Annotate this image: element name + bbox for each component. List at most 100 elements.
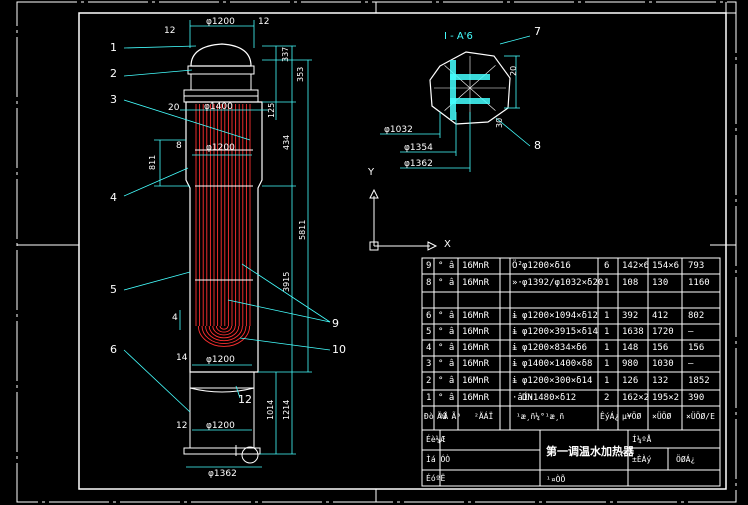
table-cell-c1: ° â [438,327,455,337]
vessel-elevation[interactable] [183,43,263,464]
table-cell-c1: ° â [438,393,455,403]
table-cell-no: 9 [426,261,432,271]
callout-1: 1 [110,41,117,54]
table-cell-c3: ɨ [512,343,518,353]
table-cell-c1: ° â [438,278,455,288]
dim-12a: 12 [164,26,176,36]
table-cell-c1: ° â [438,311,455,321]
table-cell-no: 1 [426,393,432,403]
table-cell-c1: ° â [438,261,455,271]
table-cell-no: 4 [426,343,432,353]
table-cell-no: 6 [426,311,432,321]
table-cell-w1: 126 [622,376,639,386]
dim-20-side: 20 [509,65,518,76]
table-cell-mat: 16MnR [462,359,490,369]
table-cell-total: 1160 [688,278,710,288]
tb-weight: ÖØÁ¿ [676,455,696,464]
table-cell-total: 156 [688,343,705,353]
u-bend [219,325,229,330]
ucs-y-label: Y [368,167,375,178]
table-cell-no: 2 [426,376,432,386]
table-cell-qty: 6 [604,261,610,271]
outer-border [16,1,737,503]
callout-3: 3 [110,93,117,106]
table-cell-w1: 1638 [622,327,644,337]
table-cell-total: – [688,359,694,369]
table-cell-w1: 148 [622,343,639,353]
bottom-nozzle [241,446,259,464]
table-cell-qty: 1 [604,359,610,369]
callout-9: 9 [332,317,339,330]
section-stiffener-v [450,60,456,120]
dim-30-side: 30 [495,117,504,128]
vessel-dimensions [154,20,312,468]
table-cell-w1: 392 [622,311,639,321]
table-cell-w2: 412 [652,311,669,321]
table-cell-w1: 108 [622,278,639,288]
drawing-title: 第一调温水加热器 [546,445,634,458]
top-flange [187,65,255,75]
top-shell [190,73,252,91]
table-cell-mat: 16MnR [462,261,490,271]
dim-20: 20 [168,103,180,113]
leader-lines [123,45,331,413]
table-cell-no: 8 [426,278,432,288]
tb-designer: Éè¼Æ [426,435,446,444]
table-cell-no: 5 [426,327,432,337]
section-stiffener-h [450,74,490,80]
dim-d1032: φ1032 [384,125,413,135]
tube-bundle [195,104,251,326]
u-bend [201,325,247,345]
table-cell-w2: 1720 [652,327,674,337]
inner-border [78,12,727,490]
section-view[interactable] [380,35,531,172]
table-cell-c3: ɨ [512,311,518,321]
table-cell-spec: φ1400×1400×δ8 [522,359,593,369]
vdim-1214: 1214 [282,399,291,420]
table-cell-spec: φ1200×δ16 [522,261,571,271]
dim-d1200-top: φ1200 [206,17,235,27]
header-total-weight: ×ÜÖØ [652,412,672,421]
u-bend [197,325,251,347]
table-cell-mat: 16MnR [462,311,490,321]
table-cell-c1: ° â [438,343,455,353]
table-cell-w2: 154×6 [652,261,680,271]
tb-checker: ÉóºË [426,474,446,483]
table-cell-w2: 1030 [652,359,674,369]
dim-d1200-skirt: φ1200 [206,421,235,431]
tb-scale: ±ÈÀý [632,455,652,464]
vdim-353: 353 [296,66,305,82]
u-bend [215,325,233,333]
table-cell-spec: DN1480×δ12 [522,393,577,403]
u-bend [205,325,243,342]
dim-12c: 12 [176,421,188,431]
header-spec: ¹æ¸ñ¼°¹æ¸ñ [516,412,565,421]
tb-drafter: Ìá ÓÒ [426,455,451,464]
upper-flange [183,89,259,97]
callout-8: 8 [534,139,541,152]
table-cell-c3: ·âÍ· [512,393,534,403]
vdim-434: 434 [282,134,291,150]
dim-8: 8 [176,141,182,151]
table-cell-spec: φ1200×834×δ6 [522,343,588,353]
table-cell-total: 390 [688,393,705,403]
header-no: Ðò ºÅ [424,412,449,421]
table-cell-c3: ɨ [512,376,518,386]
vdim-811: 811 [148,154,157,170]
callout-4: 4 [110,191,117,204]
table-cell-no: 3 [426,359,432,369]
table-cell-w2: 130 [652,278,669,288]
tb-process: ¹¤ÒÕ [546,475,566,484]
dim-14: 14 [176,353,188,363]
table-cell-w2: 156 [652,343,669,353]
lower-section [189,372,255,393]
table-cell-qty: 2 [604,393,610,403]
dim-d1354: φ1354 [404,143,433,153]
table-cell-mat: 16MnR [462,393,490,403]
dim-d1362-bottom: φ1362 [208,469,237,479]
callout-6: 6 [110,343,117,356]
callout-12: 12 [238,393,252,406]
table-cell-total: 1852 [688,376,710,386]
table-cell-w2: 195×2 [652,393,680,403]
